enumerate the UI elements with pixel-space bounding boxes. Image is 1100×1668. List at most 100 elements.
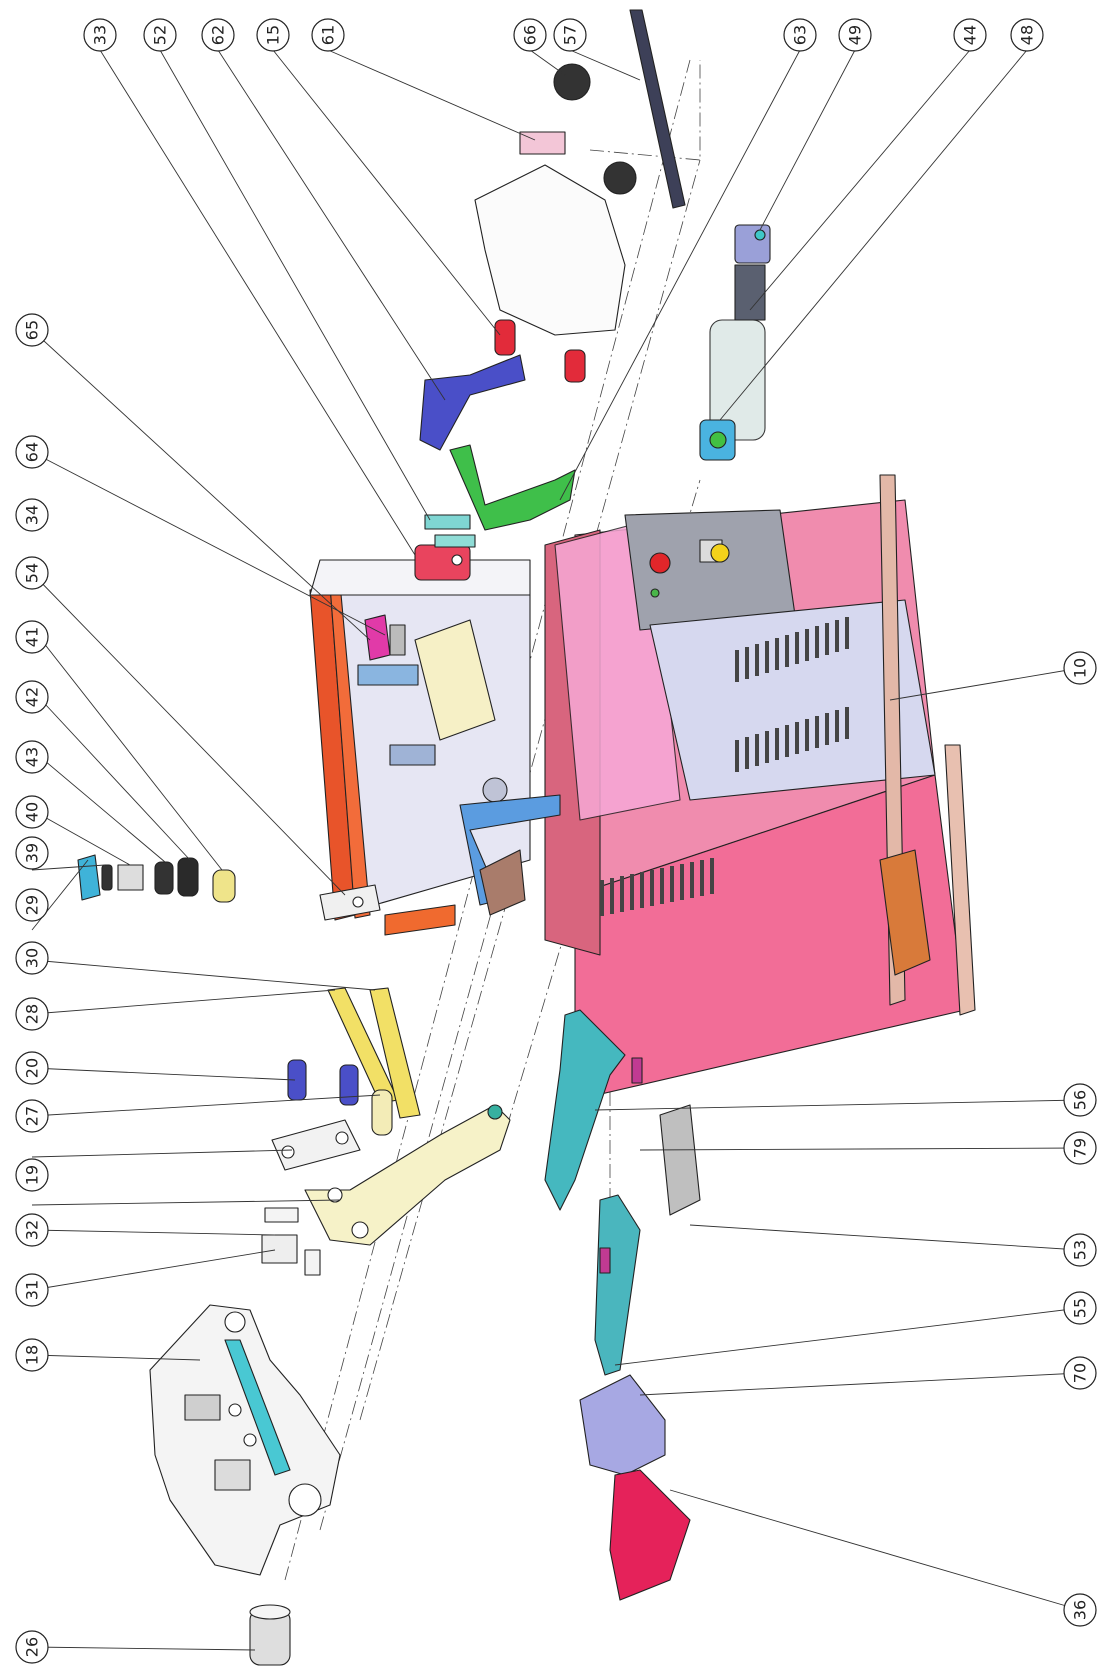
part-15-red-fuses: [494, 319, 586, 383]
part-31-32-small-blocks: [261, 1207, 321, 1276]
callout-41: 41: [15, 620, 49, 654]
callout-57: 57: [553, 18, 587, 52]
callout-34: 34: [15, 498, 49, 532]
part-52-teal-clips: [424, 514, 476, 548]
svg-text:53: 53: [1071, 1240, 1090, 1260]
part-57-dark-gasket: [629, 9, 686, 209]
svg-text:63: 63: [791, 25, 810, 45]
part-44-48-49-actuator: [699, 224, 771, 461]
part-29-30-yellow-bars: [327, 987, 421, 1119]
svg-text:55: 55: [1071, 1298, 1090, 1318]
part-64-65-magenta-block: [364, 614, 406, 661]
base-plate-assembly: [309, 559, 561, 936]
svg-text:40: 40: [23, 802, 42, 822]
part-33-red-block: [414, 544, 471, 581]
callout-65: 65: [15, 313, 49, 347]
leader-lines: [31, 49, 1081, 1651]
svg-text:52: 52: [151, 25, 170, 45]
svg-text:10: 10: [1071, 658, 1090, 678]
part-27-small-link: [271, 1119, 361, 1171]
svg-text:42: 42: [23, 687, 42, 707]
part-62-blue-bracket: [419, 354, 526, 451]
callout-70: 70: [1063, 1356, 1097, 1390]
callout-40: 40: [15, 795, 49, 829]
part-28-blue-cylinders: [287, 1059, 359, 1106]
part-79-magenta-spacers: [599, 1057, 643, 1274]
part-18-main-bracket: [149, 1304, 341, 1576]
callout-64: 64: [15, 435, 49, 469]
part-70-purple-bracket: [579, 1374, 666, 1476]
svg-text:56: 56: [1071, 1090, 1090, 1110]
callout-62: 62: [201, 18, 235, 52]
svg-text:36: 36: [1071, 1600, 1090, 1620]
svg-text:34: 34: [23, 505, 42, 525]
svg-text:41: 41: [23, 627, 42, 647]
svg-text:64: 64: [23, 442, 42, 462]
callout-48: 48: [1010, 18, 1044, 52]
callout-55: 55: [1063, 1291, 1097, 1325]
svg-text:18: 18: [23, 1345, 42, 1365]
part-55-56-teal-plates: [544, 1009, 641, 1376]
svg-text:70: 70: [1071, 1363, 1090, 1383]
svg-text:65: 65: [23, 320, 42, 340]
svg-text:30: 30: [23, 948, 42, 968]
callout-79: 79: [1063, 1131, 1097, 1165]
svg-text:39: 39: [23, 843, 42, 863]
callout-43: 43: [15, 740, 49, 774]
part-61-pink-plate: [519, 131, 566, 155]
svg-text:33: 33: [91, 25, 110, 45]
callout-20: 20: [15, 1051, 49, 1085]
part-34-small-plate: [319, 884, 381, 921]
callout-49: 49: [838, 18, 872, 52]
callout-19: 19: [15, 1158, 49, 1192]
callout-33: 33: [83, 18, 117, 52]
callout-30: 30: [15, 941, 49, 975]
svg-text:79: 79: [1071, 1138, 1090, 1158]
white-circuit-board: [474, 164, 626, 336]
svg-text:54: 54: [23, 563, 42, 583]
svg-text:28: 28: [23, 1004, 42, 1024]
svg-text:62: 62: [209, 25, 228, 45]
knob-stack: [77, 854, 236, 903]
svg-text:31: 31: [23, 1280, 42, 1300]
part-66-round-knobs: [553, 63, 637, 195]
svg-text:61: 61: [319, 25, 338, 45]
part-10-vent-slots: [600, 617, 849, 916]
callout-53: 53: [1063, 1233, 1097, 1267]
svg-text:29: 29: [23, 895, 42, 915]
callout-39: 39: [15, 836, 49, 870]
callout-36: 36: [1063, 1593, 1097, 1627]
callout-44: 44: [953, 18, 987, 52]
svg-text:27: 27: [23, 1106, 42, 1126]
svg-text:19: 19: [23, 1165, 42, 1185]
callout-63: 63: [783, 18, 817, 52]
callout-32: 32: [15, 1213, 49, 1247]
part-36-red-bracket: [609, 1469, 691, 1601]
callout-54: 54: [15, 556, 49, 590]
svg-text:32: 32: [23, 1220, 42, 1240]
svg-text:49: 49: [846, 25, 865, 45]
part-10-enclosure: [544, 474, 976, 1101]
part-63-green-bracket: [449, 444, 576, 531]
callouts: 33 52 62 15 61 66 57 63 49 44 48 65 64 3…: [15, 18, 1097, 1664]
callout-56: 56: [1063, 1083, 1097, 1117]
svg-text:26: 26: [23, 1637, 42, 1657]
svg-text:20: 20: [23, 1058, 42, 1078]
callout-15: 15: [256, 18, 290, 52]
callout-31: 31: [15, 1273, 49, 1307]
callout-29: 29: [15, 888, 49, 922]
callout-26: 26: [15, 1630, 49, 1664]
svg-text:44: 44: [961, 25, 980, 45]
callout-28: 28: [15, 997, 49, 1031]
part-26-post: [249, 1604, 291, 1666]
svg-text:48: 48: [1018, 25, 1037, 45]
callout-52: 52: [143, 18, 177, 52]
part-20-pale-cylinder: [371, 1089, 393, 1136]
callout-10: 10: [1063, 651, 1097, 685]
svg-text:57: 57: [561, 25, 580, 45]
callout-18: 18: [15, 1338, 49, 1372]
svg-text:43: 43: [23, 747, 42, 767]
callout-66: 66: [513, 18, 547, 52]
callout-61: 61: [311, 18, 345, 52]
